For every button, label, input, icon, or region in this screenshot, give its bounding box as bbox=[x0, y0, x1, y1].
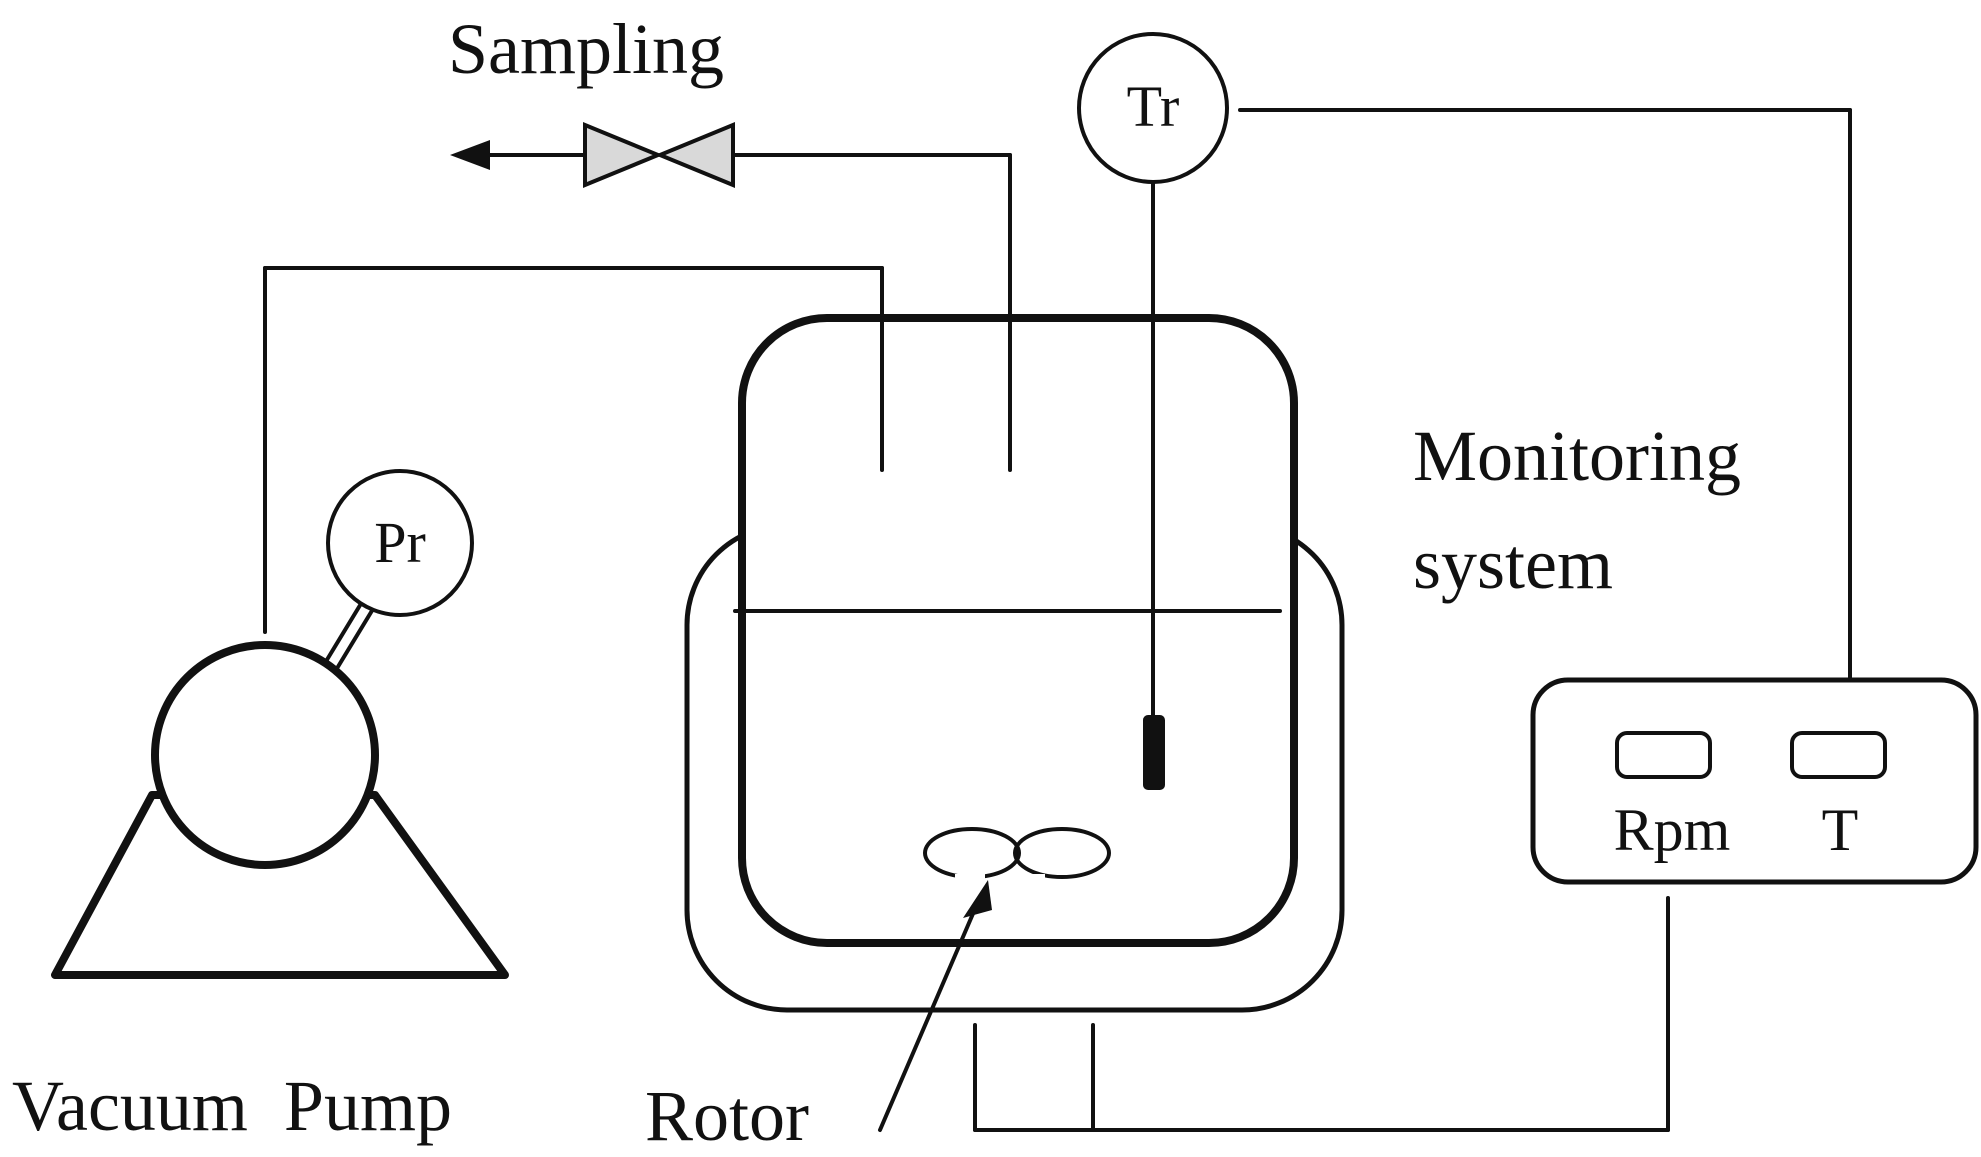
temperature-sensor-tip bbox=[1143, 715, 1165, 790]
vacuum-pump-label: Vacuum Pump bbox=[12, 1066, 452, 1146]
rpm-display bbox=[1615, 731, 1712, 779]
temperature-gauge-icon bbox=[1077, 32, 1229, 184]
monitoring-label-line2: system bbox=[1413, 524, 1613, 604]
temperature-gauge-label: Tr bbox=[1127, 74, 1180, 139]
pressure-gauge-label: Pr bbox=[374, 510, 426, 575]
rotor-arrow-icon bbox=[963, 880, 992, 918]
sampling-arrow-icon bbox=[450, 140, 490, 170]
rotor-pointer bbox=[878, 900, 980, 1132]
temperature-label: T bbox=[1822, 797, 1859, 863]
pressure-gauge-icon bbox=[326, 469, 474, 617]
pressure-gauge-connector bbox=[323, 600, 375, 672]
monitoring-label-line1: Monitoring bbox=[1413, 416, 1741, 496]
monitoring-system-box bbox=[1530, 677, 1979, 885]
sampling-valve-icon bbox=[583, 122, 735, 188]
sampling-label: Sampling bbox=[448, 9, 724, 89]
rpm-label: Rpm bbox=[1614, 797, 1731, 863]
temperature-signal-line bbox=[1238, 108, 1852, 682]
drive-connection-line bbox=[973, 896, 1670, 1132]
rotor-label: Rotor bbox=[645, 1076, 809, 1156]
vacuum-pump-body bbox=[151, 641, 379, 869]
temperature-display bbox=[1790, 731, 1887, 779]
rotor-icon bbox=[923, 827, 1111, 880]
